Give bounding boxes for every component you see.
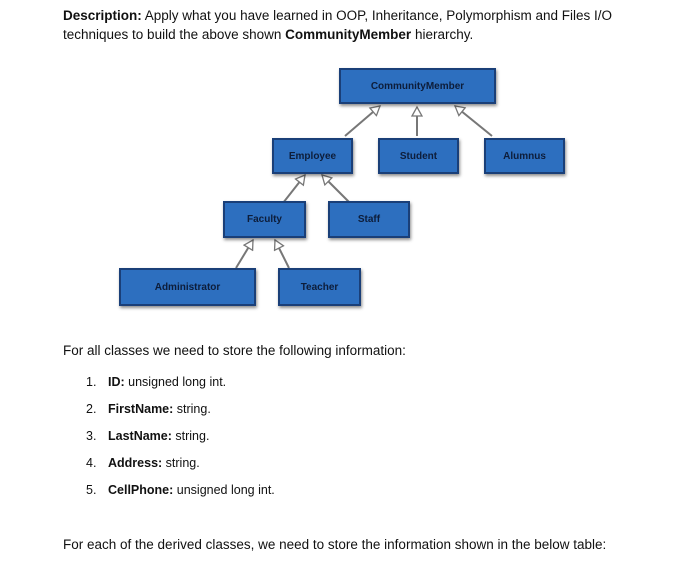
employee-label: Employee [288, 150, 337, 162]
alumnus-label: Alumnus [503, 150, 546, 162]
arrow-teacher-to-faculty [275, 240, 290, 269]
community-member-box: CommunityMember [339, 68, 496, 104]
student-box: Student [378, 138, 459, 174]
student-label: Student [399, 150, 438, 162]
arrow-faculty-to-employee [282, 175, 305, 204]
field-name: CellPhone: [108, 483, 174, 497]
field-name: LastName: [108, 429, 172, 443]
list-number: 5. [86, 483, 97, 497]
description-text-end: hierarchy. [411, 27, 474, 42]
list-number: 3. [86, 429, 97, 443]
list-item: 5. CellPhone: unsigned long int. [86, 483, 275, 510]
faculty-box: Faculty [223, 201, 306, 238]
list-item: 4. Address: string. [86, 456, 275, 483]
administrator-box: Administrator [119, 268, 256, 306]
field-type: string. [173, 402, 211, 416]
field-type: string. [162, 456, 200, 470]
list-number: 4. [86, 456, 97, 470]
arrow-administrator-to-faculty [235, 240, 254, 269]
alumnus-box: Alumnus [484, 138, 565, 174]
fields-list: 1. ID: unsigned long int. 2. FirstName: st… [86, 375, 275, 510]
description-label: Description: [63, 8, 142, 23]
list-item: 3. LastName: string. [86, 429, 275, 456]
field-type: unsigned long int. [173, 483, 275, 497]
faculty-label: Faculty [246, 214, 282, 225]
staff-box: Staff [328, 201, 410, 238]
arrow-staff-to-employee [322, 175, 351, 204]
employee-box: Employee [272, 138, 353, 174]
arrow-alumnus-to-community-member [455, 106, 493, 137]
arrow-employee-to-community-member [344, 106, 380, 137]
description-text: Apply what you have learned in OOP, Inhe… [63, 8, 613, 42]
footer-paragraph: For each of the derived classes, we need… [63, 537, 607, 552]
info-heading: For all classes we need to store the fol… [63, 343, 406, 358]
list-number: 1. [86, 375, 97, 389]
staff-label: Staff [357, 214, 381, 225]
field-type: string. [171, 429, 210, 443]
description-highlight: CommunityMember [285, 27, 412, 42]
field-name: Address: [108, 456, 163, 470]
field-name: ID: [108, 375, 125, 389]
field-name: FirstName: [108, 402, 174, 416]
administrator-label: Administrator [154, 281, 221, 293]
description-paragraph: Description: Apply what you have learned… [63, 6, 663, 44]
list-number: 2. [86, 402, 97, 416]
class-hierarchy-diagram [235, 0, 493, 269]
list-item: 2. FirstName: string. [86, 402, 275, 429]
community-member-label: CommunityMember [370, 80, 465, 92]
teacher-box: Teacher [278, 268, 361, 306]
teacher-label: Teacher [300, 281, 339, 293]
list-item: 1. ID: unsigned long int. [86, 375, 275, 402]
field-type: unsigned long int. [124, 375, 227, 389]
